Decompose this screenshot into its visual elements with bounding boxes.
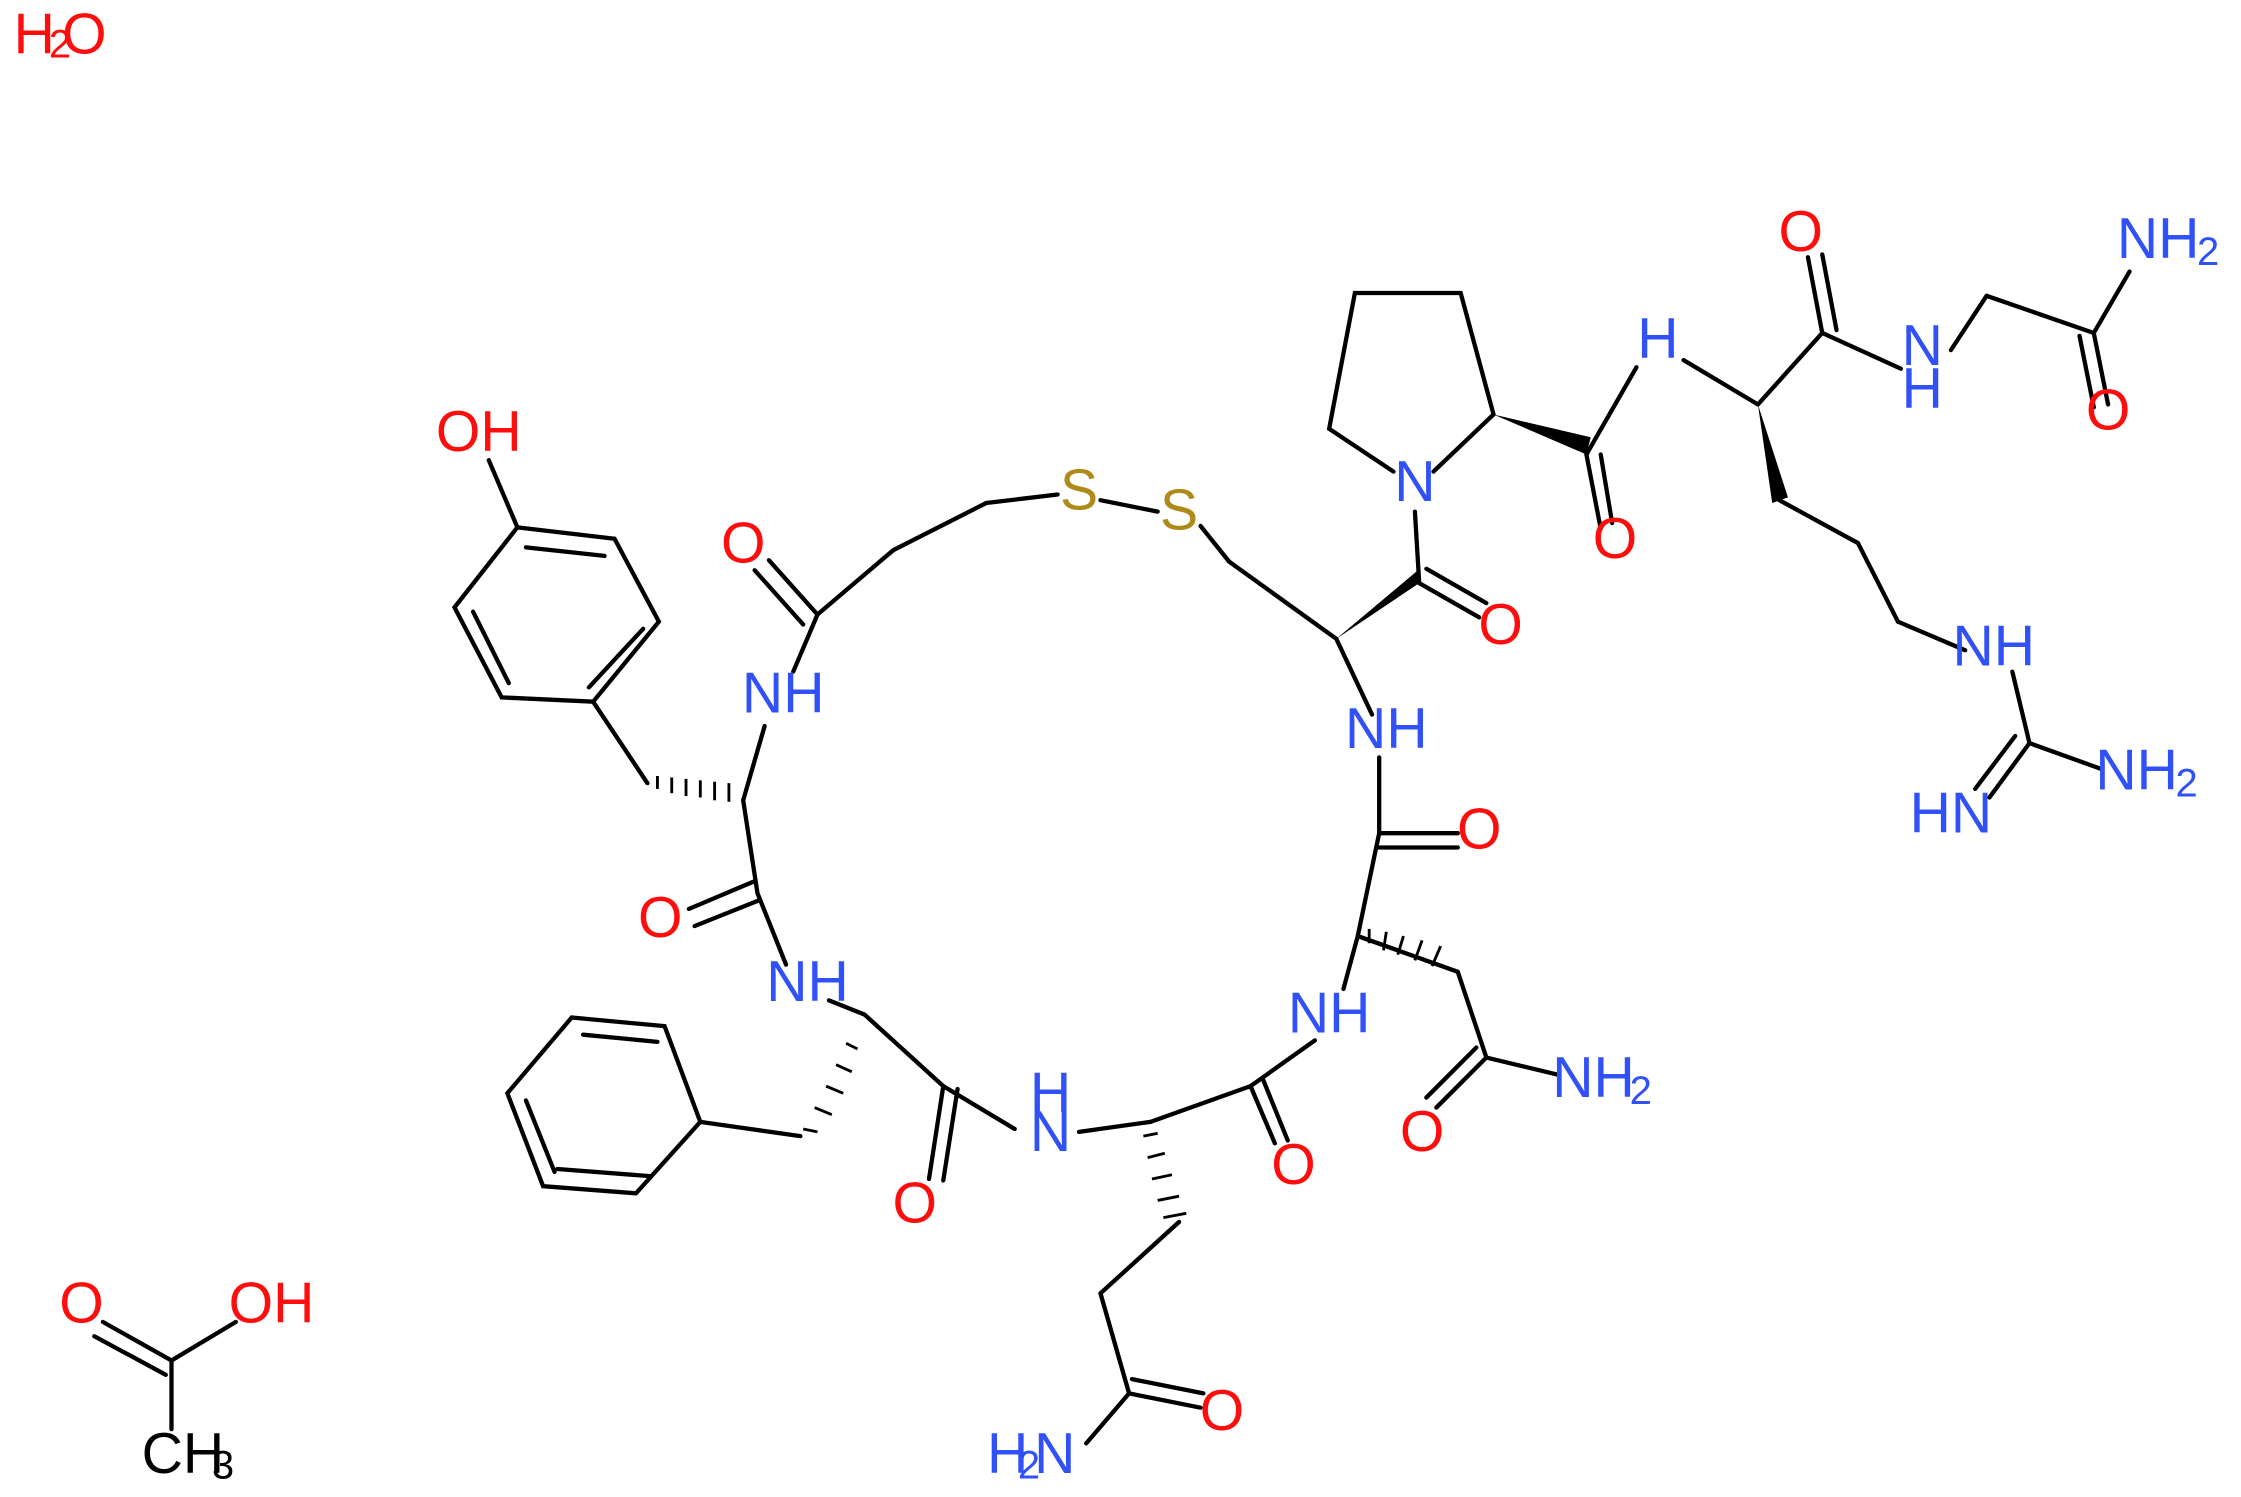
nh-gly-h: H [1902,357,1943,421]
nh2-asn-sub: 2 [1630,1069,1652,1113]
o-tyr: O [638,886,682,950]
atom-labels: H 2 O OH NH O S S O N O H O N H O NH 2 N… [14,3,2220,1488]
nh-asn: NH [1288,982,1371,1046]
stereo-wedges [1336,404,1788,639]
acetic-o: O [59,1272,103,1336]
o-gln: O [892,1172,936,1236]
nh2-gln-sub: 2 [1018,1443,1040,1487]
nh2-asn: NH [1552,1046,1635,1110]
sulfur-2: S [1160,479,1198,543]
stereo-hashes [656,776,1442,1220]
o-gly: O [2086,379,2130,443]
acetic-ch: CH [142,1422,225,1486]
water-h: H [14,3,55,67]
o-asn-side: O [1400,1100,1444,1164]
nh-tyr: NH [742,662,825,726]
o-mpa: O [721,511,765,575]
nh2-gly-sub: 2 [2197,230,2219,274]
o-cys2: O [1457,797,1501,861]
nh2-gly: NH [2117,207,2200,271]
acetic-ch-sub: 3 [212,1443,234,1487]
o-pro: O [1593,507,1637,571]
pro-n: N [1394,450,1435,514]
acetic-oh: OH [229,1272,315,1336]
o-cys: O [1478,593,1522,657]
bonds [92,252,2132,1446]
nh2-guan-sub: 2 [2176,762,2198,806]
water-o: O [62,3,106,67]
nh-gly-n: N [1902,314,1943,378]
o-asn: O [1271,1133,1315,1197]
sulfur-1: S [1060,459,1098,523]
nh2-gln-h: H [987,1422,1028,1486]
o-gln-side: O [1200,1379,1244,1443]
nh-gln-n: N [1030,1100,1071,1164]
nh2-gln-n: N [1034,1422,1075,1486]
nh-gln-h: H [1030,1062,1071,1126]
nh2-guan: NH [2095,739,2178,803]
hn-guan: HN [1910,782,1993,846]
tyr-oh: OH [436,400,522,464]
o-arg: O [1779,200,1823,264]
nh-cys: NH [1345,697,1428,761]
nh-phe: NH [766,950,849,1014]
water-sub: 2 [49,23,71,67]
nh-guan: NH [1952,614,2035,678]
nh-pro-h: H [1637,307,1678,371]
